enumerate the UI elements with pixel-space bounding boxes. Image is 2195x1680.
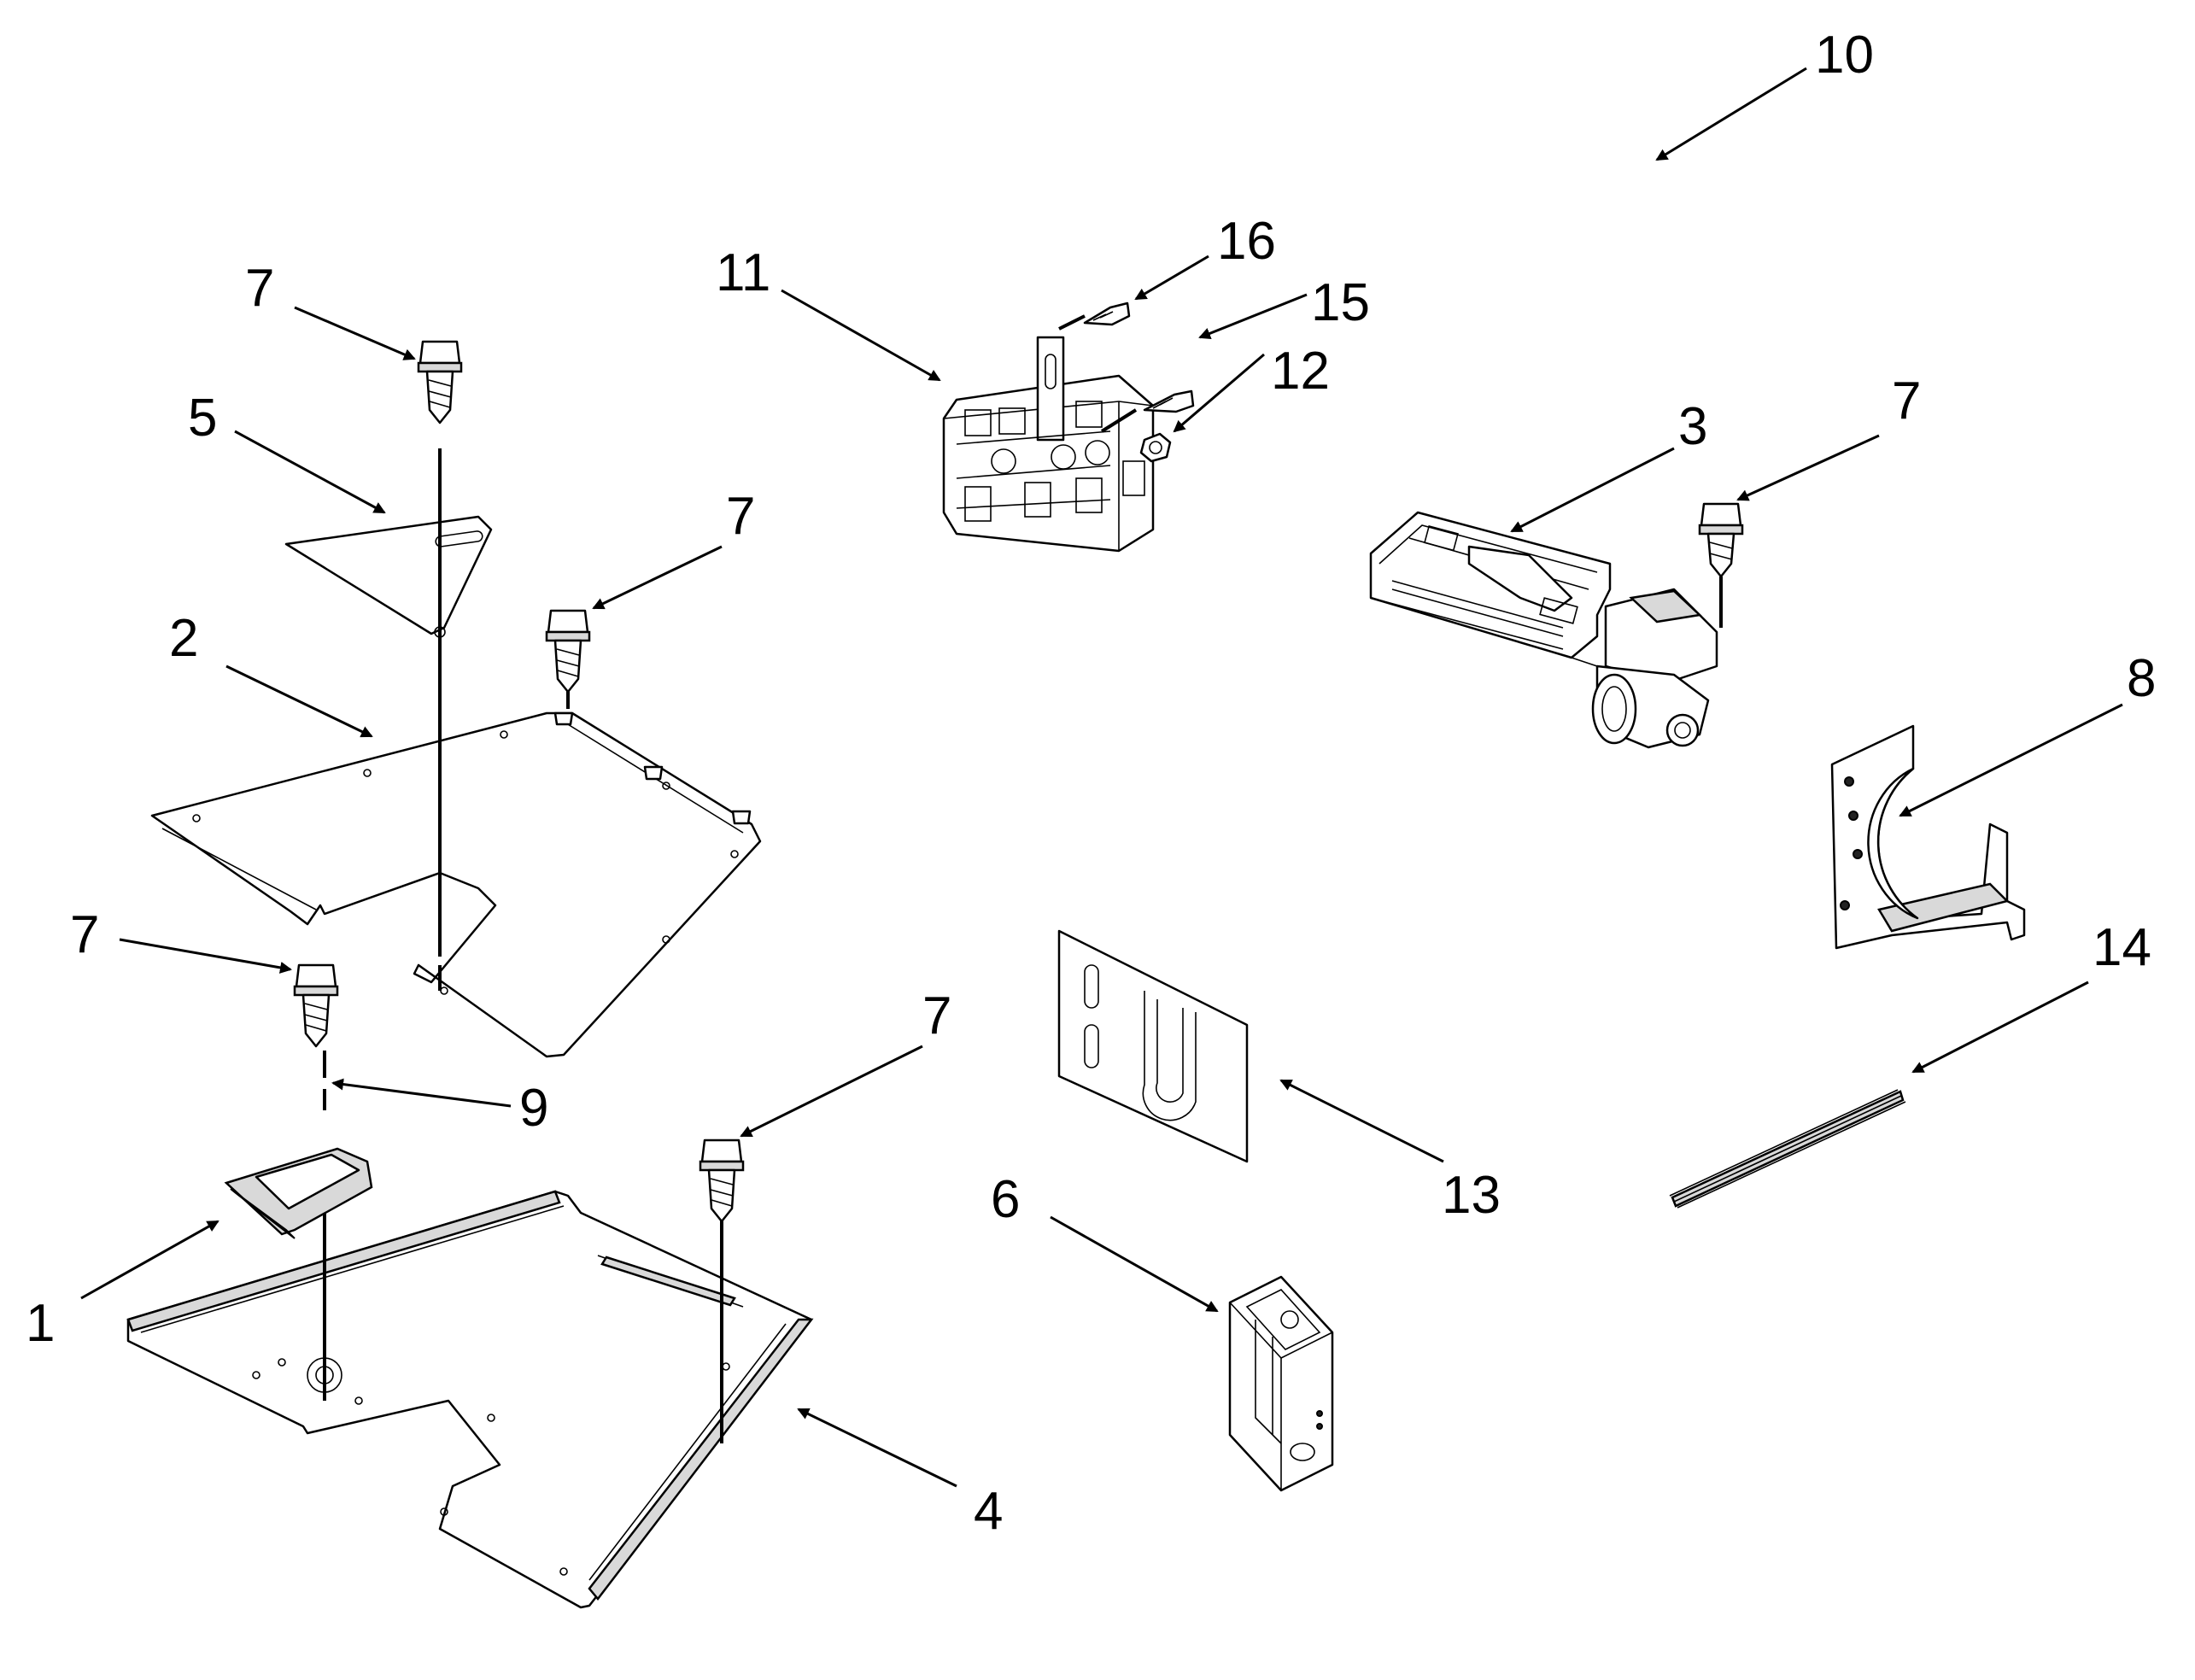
leader-1 <box>80 1220 220 1300</box>
callout-7-top: 7 <box>245 259 274 318</box>
callout-8: 8 <box>2127 649 2156 708</box>
leader-10 <box>1655 67 1807 161</box>
leader-7-left <box>119 938 292 974</box>
leader-lines <box>80 67 2123 1488</box>
callout-13: 13 <box>1442 1166 1501 1225</box>
leader-16 <box>1134 255 1209 301</box>
leader-2 <box>225 664 373 738</box>
callout-4: 4 <box>974 1482 1003 1541</box>
leader-7-mid <box>592 545 723 610</box>
leader-9 <box>331 1078 512 1108</box>
part-3-motor-assembly <box>1369 511 1718 749</box>
leader-6 <box>1050 1215 1219 1313</box>
callout-16: 16 <box>1217 212 1276 271</box>
part-13-slotted-plate <box>1057 929 1249 1163</box>
part-6-electrical-box <box>1228 1275 1334 1492</box>
callout-15: 15 <box>1311 273 1370 332</box>
leader-7-right <box>1736 434 1880 501</box>
part-1-small-bracket <box>224 1147 373 1239</box>
part-11-terminal-block <box>942 314 1155 553</box>
part-8-mount-bracket <box>1830 724 2026 950</box>
screw-7-mid <box>545 609 591 694</box>
screw-7-left <box>293 963 339 1048</box>
callout-7-right: 7 <box>1892 372 1921 430</box>
callout-14: 14 <box>2093 918 2151 977</box>
part-16-screw <box>1083 301 1131 326</box>
callout-labels: 10 11 16 15 12 3 7 8 7 5 7 2 7 9 7 1 4 1… <box>26 26 2156 1541</box>
screw-7-right <box>1698 502 1744 628</box>
leader-14 <box>1911 980 2089 1074</box>
screw-7-top <box>417 340 463 424</box>
part-14-gasket-strip <box>1669 1089 1906 1209</box>
callout-1: 1 <box>26 1294 55 1353</box>
callout-6: 6 <box>991 1170 1020 1229</box>
callout-5: 5 <box>188 389 217 448</box>
callout-10: 10 <box>1815 26 1874 85</box>
callout-7-bottom: 7 <box>922 986 951 1045</box>
part-5-small-plate <box>284 515 493 638</box>
leader-15 <box>1198 293 1308 340</box>
screw-7-bottom <box>699 1139 745 1223</box>
callout-12: 12 <box>1271 342 1330 401</box>
leader-4 <box>797 1408 957 1488</box>
leader-7-bottom <box>740 1045 923 1138</box>
leader-13 <box>1279 1079 1444 1163</box>
callout-7-mid: 7 <box>726 487 755 546</box>
leader-5 <box>234 430 386 514</box>
leader-7-top <box>294 306 416 360</box>
callout-3: 3 <box>1678 397 1707 456</box>
alignment-lines <box>323 448 723 1443</box>
part-12-nut <box>1139 432 1172 463</box>
leader-11 <box>781 289 941 382</box>
callout-2: 2 <box>169 609 198 668</box>
leader-8 <box>1899 703 2123 817</box>
leader-3 <box>1510 447 1675 533</box>
part-15-screw <box>1143 389 1195 413</box>
leader-12 <box>1173 353 1265 433</box>
callout-9: 9 <box>519 1079 548 1138</box>
callout-11: 11 <box>716 243 770 302</box>
part-2-large-panel <box>150 711 762 1058</box>
part-4-base-pan <box>126 1190 814 1609</box>
callout-7-left: 7 <box>70 905 99 964</box>
